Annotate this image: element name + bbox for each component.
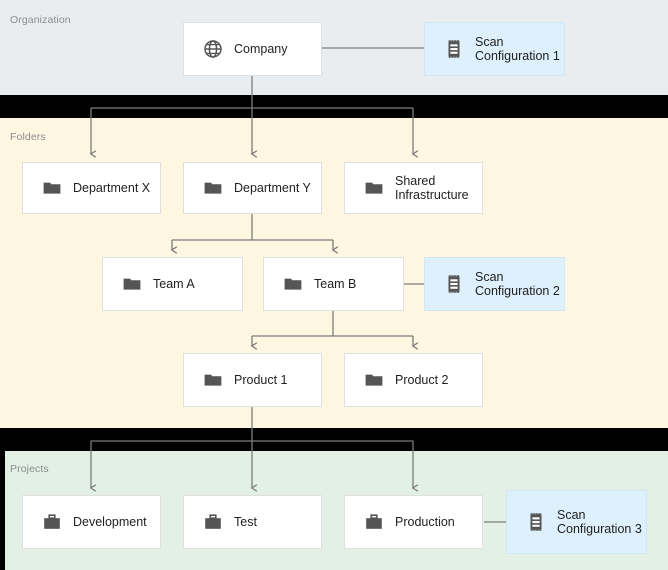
folder-icon: [43, 182, 61, 194]
left-rail: [0, 451, 5, 570]
node-scan-configuration-3[interactable]: Scan Configuration 3: [506, 490, 647, 554]
folder-icon: [123, 278, 141, 290]
band-label-folders: Folders: [10, 131, 46, 143]
band-separator-bottom: [0, 428, 668, 451]
node-label: Product 1: [234, 372, 288, 387]
node-label: Test: [234, 514, 257, 529]
node-team-a[interactable]: Team A: [102, 257, 243, 311]
node-shared-infrastructure[interactable]: Shared Infrastructure: [344, 162, 483, 214]
node-label: Department X: [73, 180, 151, 195]
node-development[interactable]: Development: [22, 495, 161, 549]
scan-configuration-icon: [448, 275, 460, 293]
node-label: Scan Configuration 1: [475, 34, 560, 64]
folder-icon: [365, 182, 383, 194]
node-label: Scan Configuration 2: [475, 269, 560, 299]
folder-icon: [284, 278, 302, 290]
node-scan-configuration-2[interactable]: Scan Configuration 2: [424, 257, 565, 311]
node-product-1[interactable]: Product 1: [183, 353, 322, 407]
band-label-projects: Projects: [10, 463, 49, 475]
node-label: Production: [395, 514, 455, 529]
band-separator-top: [0, 95, 668, 118]
node-label: Company: [234, 41, 288, 56]
scan-configuration-icon: [448, 40, 460, 58]
globe-icon: [204, 40, 222, 58]
band-organization: [0, 0, 668, 95]
folder-icon: [204, 374, 222, 386]
briefcase-icon: [205, 514, 221, 529]
briefcase-icon: [366, 514, 382, 529]
folder-icon: [204, 182, 222, 194]
node-team-b[interactable]: Team B: [263, 257, 404, 311]
node-label: Scan Configuration 3: [557, 507, 642, 537]
folder-icon: [365, 374, 383, 386]
node-production[interactable]: Production: [344, 495, 483, 549]
node-company[interactable]: Company: [183, 22, 322, 76]
node-label: Development: [73, 514, 147, 529]
node-label: Team B: [314, 276, 357, 291]
node-department-x[interactable]: Department X: [22, 162, 161, 214]
briefcase-icon: [44, 514, 60, 529]
node-scan-configuration-1[interactable]: Scan Configuration 1: [424, 22, 565, 76]
band-label-organization: Organization: [10, 14, 71, 26]
node-label: Department Y: [234, 180, 311, 195]
node-label: Team A: [153, 276, 195, 291]
node-label: Shared Infrastructure: [395, 173, 469, 203]
node-department-y[interactable]: Department Y: [183, 162, 322, 214]
node-test[interactable]: Test: [183, 495, 322, 549]
node-product-2[interactable]: Product 2: [344, 353, 483, 407]
scan-configuration-icon: [530, 513, 542, 531]
node-label: Product 2: [395, 372, 449, 387]
